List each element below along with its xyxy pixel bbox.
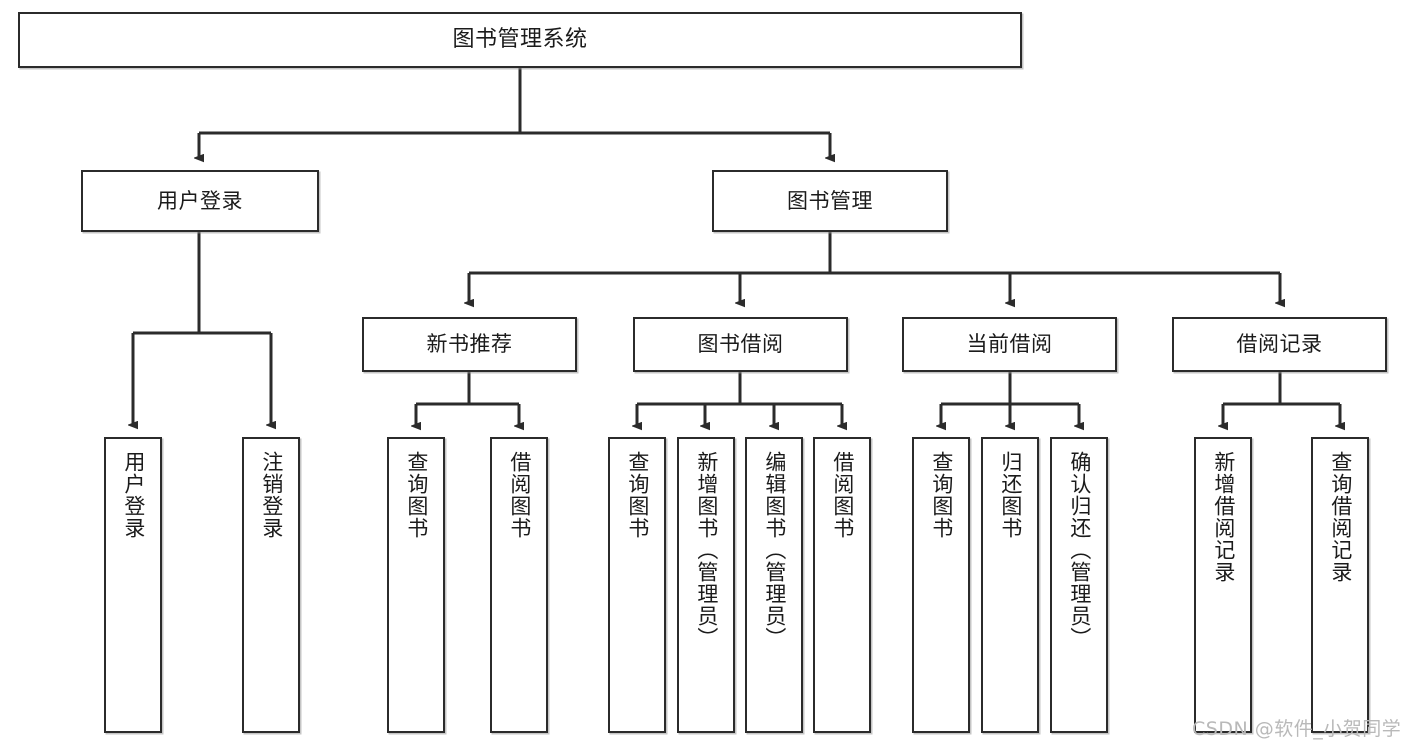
node-label: 查询图书 — [404, 451, 429, 539]
node-label: 查询借阅记录 — [1328, 451, 1353, 583]
node-label: 图书管理系统 — [452, 27, 588, 53]
node-label: 查询图书 — [625, 451, 650, 539]
node-label: 查询图书 — [929, 451, 954, 539]
node-root-library-management-system[interactable]: 图书管理系统 — [18, 12, 1022, 68]
node-label: 借阅记录 — [1236, 332, 1323, 357]
node-label: 归还图书 — [998, 451, 1023, 539]
leaf-current-borrow-confirm-return-admin[interactable]: 确认归还（管理员） — [1050, 437, 1108, 733]
node-label: 图书管理 — [787, 188, 873, 213]
node-label: 注销登录 — [259, 451, 284, 539]
leaf-borrow-record-add-record[interactable]: 新增借阅记录 — [1194, 437, 1252, 733]
node-label: 新增图书（管理员） — [694, 451, 719, 649]
leaf-current-borrow-return-book[interactable]: 归还图书 — [981, 437, 1039, 733]
leaf-book-borrow-borrow-book[interactable]: 借阅图书 — [813, 437, 871, 733]
leaf-book-borrow-query-book[interactable]: 查询图书 — [608, 437, 666, 733]
node-label: 确认归还（管理员） — [1067, 451, 1092, 649]
leaf-book-borrow-add-book-admin[interactable]: 新增图书（管理员） — [677, 437, 735, 733]
node-label: 新书推荐 — [426, 332, 513, 357]
node-label: 当前借阅 — [966, 332, 1053, 357]
leaf-user-login-login[interactable]: 用户登录 — [104, 437, 162, 733]
leaf-current-borrow-query-book[interactable]: 查询图书 — [912, 437, 970, 733]
leaf-user-login-logout[interactable]: 注销登录 — [242, 437, 300, 733]
node-label: 用户登录 — [121, 451, 146, 539]
leaf-borrow-record-query-record[interactable]: 查询借阅记录 — [1311, 437, 1369, 733]
node-book-management[interactable]: 图书管理 — [712, 170, 948, 232]
node-borrowing-record[interactable]: 借阅记录 — [1172, 317, 1387, 372]
node-label: 借阅图书 — [830, 451, 855, 539]
leaf-book-borrow-edit-book-admin[interactable]: 编辑图书（管理员） — [745, 437, 803, 733]
csdn-watermark: CSDN @软件_小贺同学 — [1192, 718, 1402, 740]
node-label: 借阅图书 — [507, 451, 532, 539]
leaf-new-book-borrow-book[interactable]: 借阅图书 — [490, 437, 548, 733]
node-book-borrowing[interactable]: 图书借阅 — [633, 317, 848, 372]
node-label: 新增借阅记录 — [1211, 451, 1236, 583]
node-new-book-recommendation[interactable]: 新书推荐 — [362, 317, 577, 372]
node-user-login[interactable]: 用户登录 — [81, 170, 319, 232]
node-label: 编辑图书（管理员） — [762, 451, 787, 649]
leaf-new-book-query-book[interactable]: 查询图书 — [387, 437, 445, 733]
node-label: 图书借阅 — [697, 332, 784, 357]
node-current-borrowing[interactable]: 当前借阅 — [902, 317, 1117, 372]
node-label: 用户登录 — [157, 188, 243, 213]
